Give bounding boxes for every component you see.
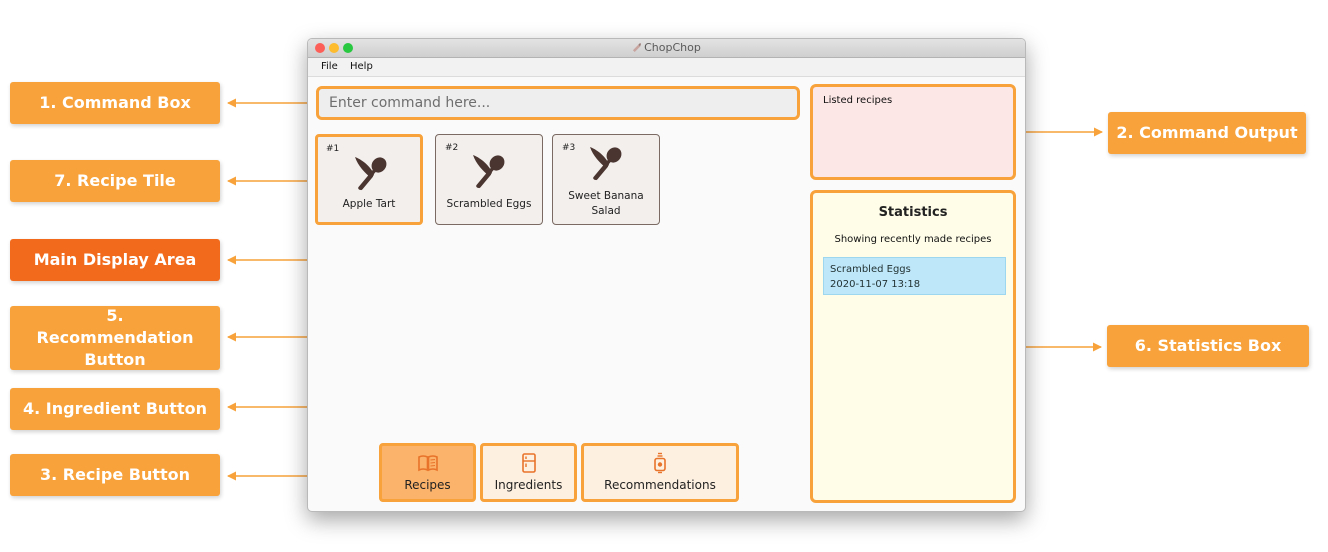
recipe-tile[interactable]: #1 Apple Tart bbox=[315, 134, 423, 225]
callout-command-box: 1. Command Box bbox=[10, 82, 220, 124]
recipe-number: #3 bbox=[562, 143, 576, 153]
menu-file[interactable]: File bbox=[321, 61, 338, 72]
ingredients-button-label: Ingredients bbox=[494, 478, 563, 492]
utensils-icon bbox=[355, 157, 387, 190]
recipe-tile[interactable]: #2 Scrambled Eggs bbox=[435, 134, 543, 225]
command-output-text: Listed recipes bbox=[823, 95, 893, 106]
recommendations-button[interactable]: Recommendations bbox=[581, 443, 739, 502]
title-bar: ChopChop bbox=[308, 39, 1025, 58]
window-title: ChopChop bbox=[308, 41, 1025, 54]
recipe-name: Apple Tart bbox=[342, 198, 396, 210]
recipe-number: #2 bbox=[445, 143, 459, 153]
statistics-title: Statistics bbox=[878, 205, 948, 220]
fridge-icon bbox=[521, 453, 536, 473]
menu-help[interactable]: Help bbox=[350, 61, 373, 72]
menu-bar: File Help bbox=[308, 58, 1025, 77]
callout-statistics-box: 6. Statistics Box bbox=[1107, 325, 1309, 367]
command-output-box: Listed recipes bbox=[810, 84, 1016, 180]
statistics-box: Statistics Showing recently made recipes… bbox=[810, 190, 1016, 503]
command-input[interactable]: Enter command here... bbox=[316, 86, 800, 120]
recommendations-button-label: Recommendations bbox=[604, 478, 716, 492]
utensils-icon bbox=[473, 155, 505, 188]
callout-ingredient-button: 4. Ingredient Button bbox=[10, 388, 220, 430]
recipes-button[interactable]: Recipes bbox=[379, 443, 476, 502]
recipe-name: Sweet Banana Salad bbox=[568, 190, 644, 217]
statistics-item[interactable]: Scrambled Eggs 2020-11-07 13:18 bbox=[823, 257, 1006, 295]
recipe-name: Scrambled Eggs bbox=[446, 198, 532, 210]
statistics-subtitle: Showing recently made recipes bbox=[834, 234, 992, 245]
callout-main-display-area: Main Display Area bbox=[10, 239, 220, 281]
statistics-item-date: 2020-11-07 13:18 bbox=[830, 279, 921, 290]
callout-recommendation-button: 5. Recommendation Button bbox=[10, 306, 220, 370]
recipe-number: #1 bbox=[326, 144, 340, 154]
callout-recipe-button: 3. Recipe Button bbox=[10, 454, 220, 496]
minimize-window-button[interactable] bbox=[329, 43, 339, 53]
ingredients-button[interactable]: Ingredients bbox=[480, 443, 577, 502]
book-icon bbox=[417, 455, 438, 472]
recipe-tile[interactable]: #3 Sweet Banana Salad bbox=[552, 134, 660, 225]
app-window: ChopChop File Help Enter command here...… bbox=[307, 38, 1026, 512]
lightbulb-icon bbox=[654, 452, 666, 474]
app-logo-icon bbox=[633, 43, 642, 52]
statistics-item-name: Scrambled Eggs bbox=[830, 264, 911, 275]
utensils-icon bbox=[590, 147, 622, 180]
maximize-window-button[interactable] bbox=[343, 43, 353, 53]
recipes-button-label: Recipes bbox=[404, 478, 451, 492]
callout-recipe-tile: 7. Recipe Tile bbox=[10, 160, 220, 202]
close-window-button[interactable] bbox=[315, 43, 325, 53]
callout-command-output: 2. Command Output bbox=[1108, 112, 1306, 154]
